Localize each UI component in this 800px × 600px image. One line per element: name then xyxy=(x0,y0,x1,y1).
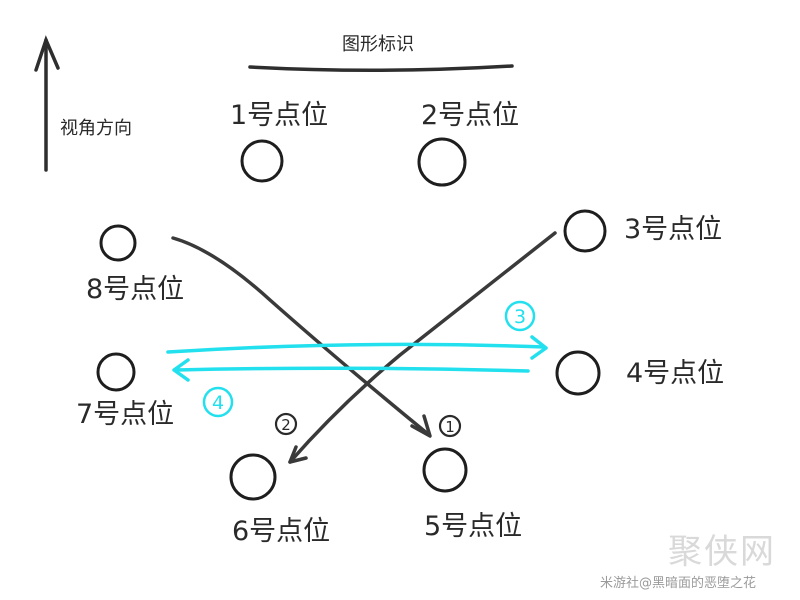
position-6-circle xyxy=(229,453,277,501)
formation-line xyxy=(248,64,514,73)
position-6-label: 6号点位 xyxy=(232,516,331,547)
step-2-badge: 2 xyxy=(274,412,298,436)
watermark-logo: 聚侠网 xyxy=(668,532,776,572)
view-direction-arrow xyxy=(34,35,60,172)
position-1-label: 1号点位 xyxy=(230,100,329,131)
position-1-circle xyxy=(240,139,284,183)
position-7-label: 7号点位 xyxy=(76,399,175,430)
formation-label: 图形标识 xyxy=(342,34,414,55)
position-3-label: 3号点位 xyxy=(624,214,723,245)
position-5-circle xyxy=(422,447,468,493)
position-8-circle xyxy=(99,224,137,262)
position-2-label: 2号点位 xyxy=(421,100,520,131)
position-5-label: 5号点位 xyxy=(424,511,523,542)
step-1-number: 1 xyxy=(445,418,455,436)
position-2-circle xyxy=(417,137,467,187)
step-2-number: 2 xyxy=(281,416,291,434)
step-4-number: 4 xyxy=(212,392,224,414)
step-3-number: 3 xyxy=(514,306,526,328)
position-4-label: 4号点位 xyxy=(626,358,725,389)
view-direction-label: 视角方向 xyxy=(60,118,132,139)
position-8-label: 8号点位 xyxy=(86,274,185,305)
step-4-path xyxy=(172,358,530,382)
position-7-circle xyxy=(96,352,136,392)
step-3-path xyxy=(166,335,548,360)
watermark-text: 米游社@黑暗面的恶堕之花 xyxy=(600,576,757,591)
step-4-badge: 4 xyxy=(202,386,234,418)
step-2-path xyxy=(288,231,557,464)
step-1-path xyxy=(171,236,432,438)
step-3-badge: 3 xyxy=(504,300,536,332)
position-3-circle xyxy=(563,209,607,253)
position-4-circle xyxy=(555,350,601,396)
step-1-badge: 1 xyxy=(438,414,462,438)
